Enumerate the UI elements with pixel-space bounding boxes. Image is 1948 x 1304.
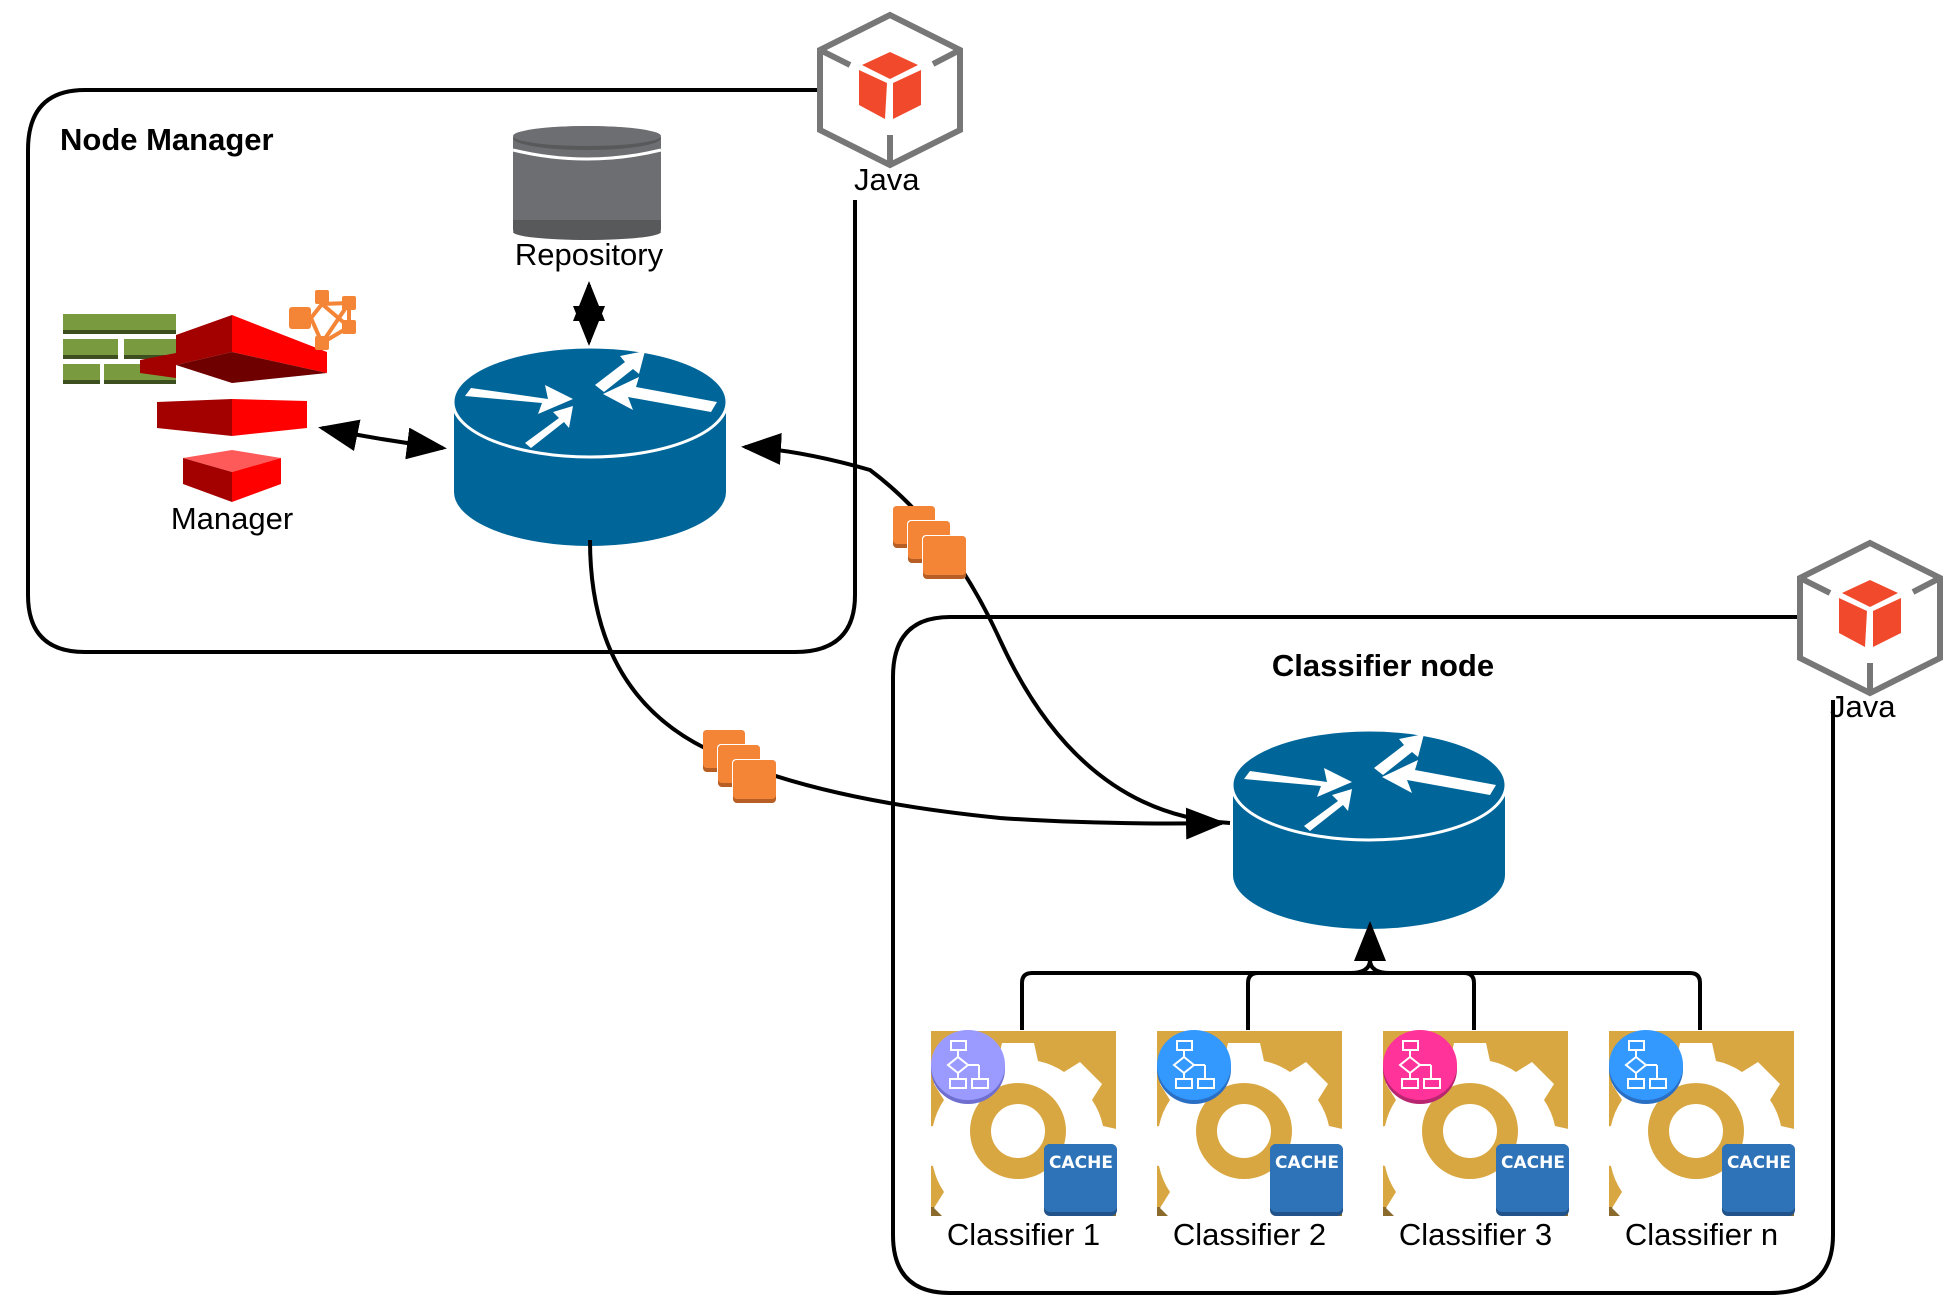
cache-label: CACHE (1501, 1153, 1565, 1173)
manager-stack-icon (63, 290, 356, 502)
java-runtime-icon (820, 15, 960, 165)
manager-router-connector (318, 419, 447, 460)
node-manager-java-label: Java (854, 162, 920, 197)
classifier-tile[interactable]: CACHE Classifier n (1593, 1030, 1799, 1252)
node-manager-title: Node Manager (60, 122, 274, 157)
classifier-2-connector (1246, 971, 1259, 1030)
cache-icon (1270, 1144, 1343, 1212)
cache-icon (1496, 1144, 1569, 1212)
classifier-tile[interactable]: CACHE Classifier 1 (915, 1030, 1121, 1252)
classifier-label: Classifier 2 (1173, 1217, 1326, 1252)
classifier-node-java-label: Java (1830, 689, 1896, 724)
bus-router-join (1368, 959, 1391, 975)
classifier-node-border (891, 615, 1835, 1295)
bus-router-connector (1349, 921, 1386, 975)
message-queue-icon (703, 730, 776, 803)
classifier-bus-connector (1020, 971, 1702, 1030)
classifier-3-connector (1463, 971, 1476, 1030)
cache-label: CACHE (1275, 1153, 1339, 1173)
repository-label: Repository (515, 237, 664, 272)
cache-label: CACHE (1049, 1153, 1113, 1173)
network-badge-icon (289, 290, 356, 350)
node-manager-container: Node Manager Java Repository (26, 15, 960, 654)
cache-label: CACHE (1727, 1153, 1791, 1173)
classifier-node-router-icon[interactable] (1230, 728, 1508, 932)
manager-to-classifier-connector (588, 539, 1226, 840)
firewall-icon (63, 314, 176, 384)
classifier-tile[interactable]: CACHE Classifier 3 (1367, 1030, 1573, 1252)
classifier-to-manager-connector (741, 432, 1231, 825)
classifier-label: Classifier 1 (947, 1217, 1100, 1252)
classifier-tile[interactable]: CACHE Classifier 2 (1141, 1030, 1347, 1252)
node-manager-router-icon[interactable] (451, 345, 729, 549)
cache-icon (1722, 1144, 1795, 1212)
classifier-label: Classifier n (1625, 1217, 1778, 1252)
message-queue-icon (893, 506, 966, 579)
manager-label: Manager (171, 501, 293, 536)
classifier-node-title: Classifier node (1272, 648, 1494, 683)
classifier-label: Classifier 3 (1399, 1217, 1552, 1252)
java-runtime-icon (1800, 543, 1940, 693)
database-icon (512, 126, 662, 240)
node-manager-border (26, 88, 857, 654)
cache-icon (1044, 1144, 1117, 1212)
